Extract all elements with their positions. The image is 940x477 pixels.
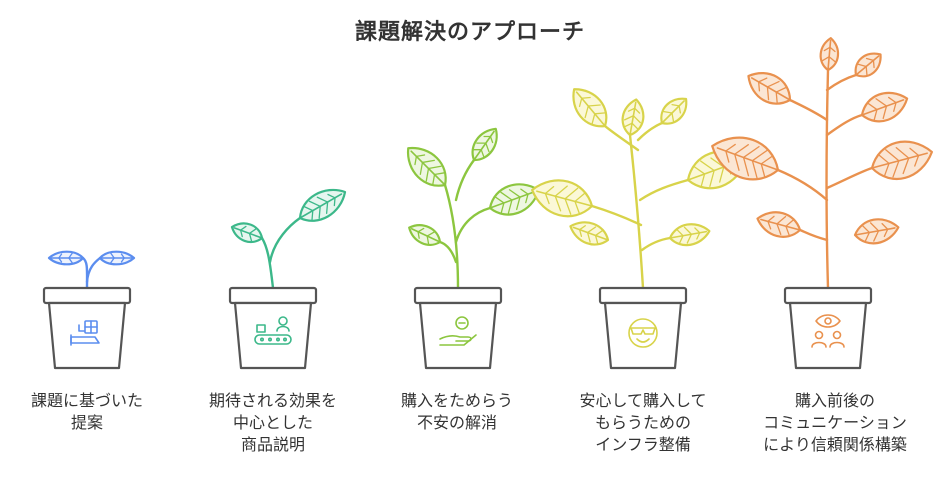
plant-leaf: [569, 221, 610, 246]
pot-3: [413, 286, 503, 370]
plant-leaf: [531, 179, 594, 218]
step-5-caption: 購入前後の コミュニケーション により信頼関係構築: [740, 390, 930, 456]
plant-4: [531, 88, 748, 290]
caption-line: コミュニケーション: [763, 413, 907, 432]
plant-stem: [454, 158, 476, 202]
conveyor-person-icon: [254, 316, 292, 345]
plant-stem: [443, 183, 460, 290]
pot-rim: [42, 286, 132, 305]
step-1-caption: 課題に基づいた 提案: [0, 390, 182, 434]
plant-leaf: [98, 250, 136, 266]
plant-leaf: [572, 88, 608, 128]
step-3-caption: 購入をためらう 不安の解消: [362, 390, 552, 434]
smile-sunglasses-icon: [628, 318, 658, 348]
plant-leaf: [407, 147, 447, 187]
plant-leaf: [854, 52, 882, 78]
plant-leaf: [488, 183, 540, 216]
step-2-caption: 期待される効果を 中心とした 商品説明: [178, 390, 368, 456]
plant-stem: [825, 113, 864, 137]
plant-stem: [81, 256, 89, 290]
plant-stem: [798, 228, 829, 242]
plant-leaf: [471, 127, 498, 162]
pot-5: [783, 286, 873, 370]
eye-people-icon: [811, 314, 845, 348]
plant-leaf: [870, 140, 933, 181]
pot-rim: [783, 286, 873, 305]
plant-leaf: [660, 97, 688, 125]
caption-line: もらうための: [594, 413, 691, 432]
plant-1: [47, 250, 136, 290]
plant-stem: [590, 204, 643, 227]
diagram-title: 課題解決のアプローチ: [354, 20, 585, 45]
pot-body: [418, 301, 498, 370]
pot-rim: [228, 286, 318, 305]
product-pointing-icon: [70, 320, 100, 346]
pot-rim: [598, 286, 688, 305]
pot-4: [598, 286, 688, 370]
pot-body: [603, 301, 683, 370]
plant-stem: [825, 73, 858, 92]
hand-coin-icon: [439, 316, 477, 346]
plant-leaf: [47, 250, 85, 266]
plant-leaf: [819, 37, 840, 72]
plant-stem: [454, 206, 492, 244]
plant-leaf: [853, 218, 900, 245]
plant-stem: [776, 168, 829, 202]
plant-stem: [640, 236, 672, 252]
plant-stem: [603, 124, 640, 152]
caption-line: インフラ整備: [595, 435, 691, 454]
plant-stem: [825, 166, 874, 190]
plant-stem: [628, 133, 645, 290]
plant-leaf: [860, 91, 909, 123]
caption-line: 商品説明: [240, 435, 305, 454]
caption-line: 期待される効果を: [208, 391, 337, 410]
plant-stem: [825, 68, 830, 290]
plant-stem: [85, 256, 102, 284]
caption-line: 提案: [70, 413, 103, 432]
plant-stem: [788, 98, 829, 122]
plant-leaf: [408, 224, 442, 246]
caption-line: 購入をためらう: [400, 391, 513, 410]
pot-1: [42, 286, 132, 370]
plant-leaf: [711, 136, 780, 181]
plant-leaf: [230, 222, 264, 244]
caption-line: 安心して購入して: [579, 391, 707, 410]
pot-body: [47, 301, 127, 370]
caption-line: 課題に基づいた: [30, 391, 143, 410]
step-4-caption: 安心して購入して もらうための インフラ整備: [548, 390, 738, 456]
plant-stem: [636, 121, 664, 142]
caption-line: 不安の解消: [416, 413, 497, 432]
plant-leaf: [298, 188, 347, 222]
plant-stem: [260, 236, 275, 290]
caption-line: により信頼関係構築: [763, 435, 907, 454]
pot-2: [228, 286, 318, 370]
plant-stem: [438, 240, 458, 264]
plant-3: [407, 127, 540, 290]
plant-leaf: [756, 211, 802, 238]
plant-leaf: [621, 98, 645, 137]
plant-leaf: [747, 72, 792, 105]
plant-stem: [638, 178, 690, 202]
plant-5: [711, 37, 933, 290]
pot-body: [788, 301, 868, 370]
plant-leaf: [668, 223, 711, 247]
caption-line: 中心とした: [232, 413, 313, 432]
plant-stem: [268, 216, 302, 264]
pot-rim: [413, 286, 503, 305]
plant-2: [230, 188, 347, 290]
caption-line: 購入前後の: [794, 391, 875, 410]
